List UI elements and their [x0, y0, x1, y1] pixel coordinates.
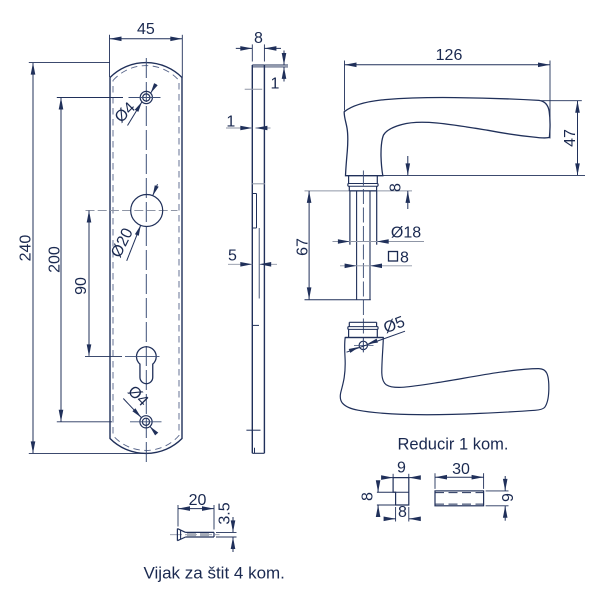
svg-text:200: 200 — [47, 246, 64, 273]
svg-text:67: 67 — [295, 238, 312, 256]
svg-text:30: 30 — [452, 461, 470, 478]
svg-text:9: 9 — [500, 493, 517, 502]
svg-text:8: 8 — [254, 30, 263, 47]
svg-text:1: 1 — [226, 113, 235, 130]
svg-text:126: 126 — [436, 47, 463, 64]
svg-text:Vijak za štit 4 kom.: Vijak za štit 4 kom. — [144, 563, 285, 582]
svg-text:1: 1 — [271, 76, 280, 93]
svg-text:8: 8 — [398, 504, 407, 521]
svg-text:9: 9 — [397, 460, 406, 477]
svg-text:Reducir 1 kom.: Reducir 1 kom. — [398, 436, 509, 454]
svg-text:20: 20 — [189, 492, 207, 509]
svg-text:90: 90 — [73, 277, 90, 295]
svg-text:240: 240 — [18, 235, 35, 262]
svg-text:47: 47 — [562, 129, 579, 147]
svg-text:8: 8 — [388, 183, 405, 192]
svg-text:8: 8 — [400, 250, 409, 267]
svg-text:3.5: 3.5 — [217, 502, 234, 524]
svg-text:8: 8 — [360, 492, 377, 501]
svg-text:Ø18: Ø18 — [391, 225, 421, 242]
svg-text:5: 5 — [228, 248, 237, 265]
svg-text:Ø5: Ø5 — [381, 314, 407, 338]
svg-text:45: 45 — [137, 21, 155, 38]
